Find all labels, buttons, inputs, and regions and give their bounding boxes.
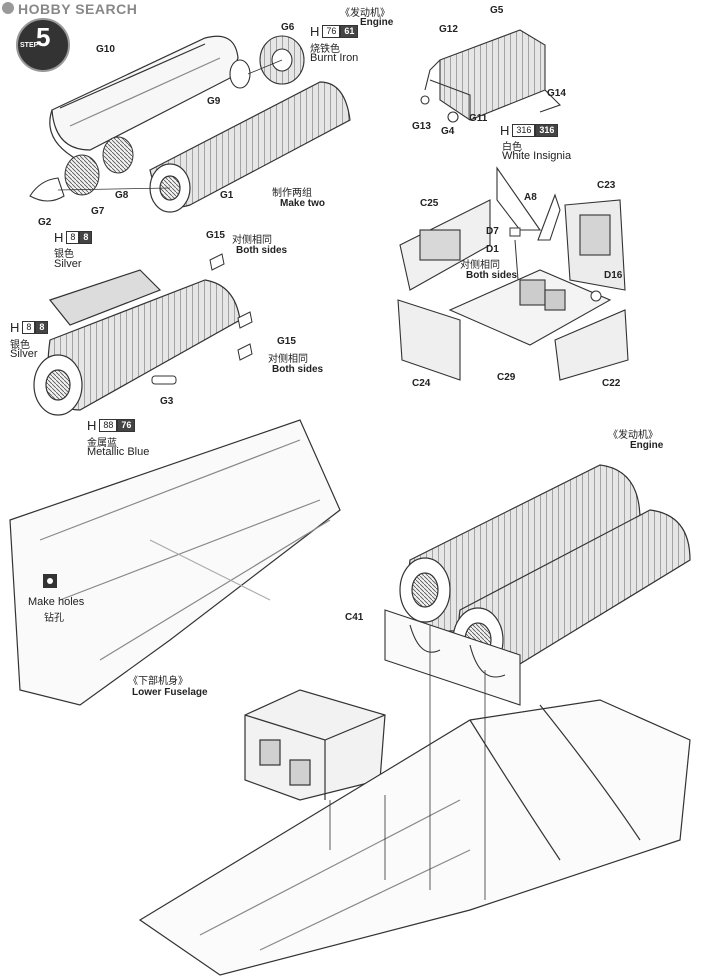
label-g15-top: G15 <box>206 230 225 241</box>
label-g11: G11 <box>469 113 488 124</box>
label-g4: G4 <box>441 126 455 137</box>
part-a8-support <box>496 166 561 241</box>
label-c23: C23 <box>597 180 616 191</box>
make-holes-icon <box>43 574 57 588</box>
part-c41-bulkhead <box>384 609 521 706</box>
make-holes-cn: 钻孔 <box>44 613 64 624</box>
label-c29: C29 <box>497 372 516 383</box>
assembly-guide-lines <box>329 625 486 900</box>
label-g9: G9 <box>207 96 221 107</box>
label-g13: G13 <box>412 121 431 132</box>
paint-white-insignia-cn: 白色 <box>502 142 522 153</box>
label-c22: C22 <box>602 378 621 389</box>
part-engine-left <box>33 269 241 416</box>
label-g12: G12 <box>439 24 458 35</box>
paint-silver-1-cn: 银色 <box>54 249 74 260</box>
lower-fuselage-en: Lower Fuselage <box>132 687 208 698</box>
part-g5-gearbox <box>420 29 562 123</box>
paint-metallic-blue-en: Metallic Blue <box>87 446 150 458</box>
both-sides-2-cn: 对侧相同 <box>268 354 308 365</box>
paint-white-insignia-en: White Insignia <box>502 150 572 162</box>
label-d1: D1 <box>486 244 499 255</box>
both-sides-2-en: Both sides <box>272 364 324 375</box>
part-g7-fan <box>64 154 100 196</box>
paint-silver-2-cn: 银色 <box>10 340 30 351</box>
part-g3 <box>151 375 177 385</box>
part-c29-floor <box>448 269 612 346</box>
part-d7-d1-d16 <box>509 227 602 302</box>
make-two-cn: 制作两组 <box>272 188 312 199</box>
label-g15-bottom: G15 <box>277 336 296 347</box>
label-g10: G10 <box>96 44 115 55</box>
logo-icon <box>2 2 14 14</box>
paint-burnt-iron-en: Burnt Iron <box>310 52 359 64</box>
label-c25: C25 <box>420 198 439 209</box>
both-sides-1-cn: 对侧相同 <box>232 235 272 246</box>
label-g5: G5 <box>490 5 504 16</box>
both-sides-3-cn: 对侧相同 <box>460 260 500 271</box>
step-number: 5 <box>36 22 51 52</box>
make-two-en: Make two <box>280 198 326 209</box>
part-g15-tabs <box>209 253 253 361</box>
label-a8: A8 <box>524 192 537 203</box>
engine-title-cn: 《发动机》 <box>340 8 390 19</box>
label-g3: G3 <box>160 396 174 407</box>
label-c24: C24 <box>412 378 431 389</box>
label-g2: G2 <box>38 217 52 228</box>
engine-2-title-cn: 《发动机》 <box>608 430 658 441</box>
part-g8-fan <box>102 136 134 174</box>
logo-text: HOBBY SEARCH <box>18 1 138 17</box>
both-sides-1-en: Both sides <box>236 245 288 256</box>
paint-silver-1-en: Silver <box>54 258 82 270</box>
arrows-engine-assembly <box>57 59 283 191</box>
label-c41: C41 <box>345 612 364 623</box>
part-lower-fuselage-left <box>9 419 341 706</box>
label-d7: D7 <box>486 226 499 237</box>
part-g2-cone <box>29 177 65 202</box>
step-badge <box>16 18 70 72</box>
make-holes-en: Make holes <box>28 596 85 608</box>
label-g1: G1 <box>220 190 234 201</box>
both-sides-3-en: Both sides <box>466 270 518 281</box>
part-c23-panel <box>564 199 626 291</box>
engine-title-en: Engine <box>360 17 394 28</box>
paint-metallic-blue-cn: 金属蓝 <box>87 438 117 449</box>
paint-silver-2-en: Silver <box>10 348 38 360</box>
step-word: STEP <box>20 42 39 49</box>
part-g9 <box>229 59 251 89</box>
part-bay-box <box>244 689 386 801</box>
engine-2-title-en: Engine <box>630 440 664 451</box>
part-c24-panel <box>397 299 461 381</box>
part-c25-panel <box>399 199 491 291</box>
label-g7: G7 <box>91 206 105 217</box>
part-main-fuselage <box>138 699 691 976</box>
label-d16: D16 <box>604 270 623 281</box>
part-g10-cowling <box>49 35 239 161</box>
paint-burnt-iron-cn: 烧铁色 <box>310 44 340 55</box>
lower-fuselage-cn: 《下部机身》 <box>128 676 188 687</box>
label-g14: G14 <box>547 88 566 99</box>
part-c22-panel <box>554 309 629 381</box>
label-g6: G6 <box>281 22 295 33</box>
label-g8: G8 <box>115 190 129 201</box>
